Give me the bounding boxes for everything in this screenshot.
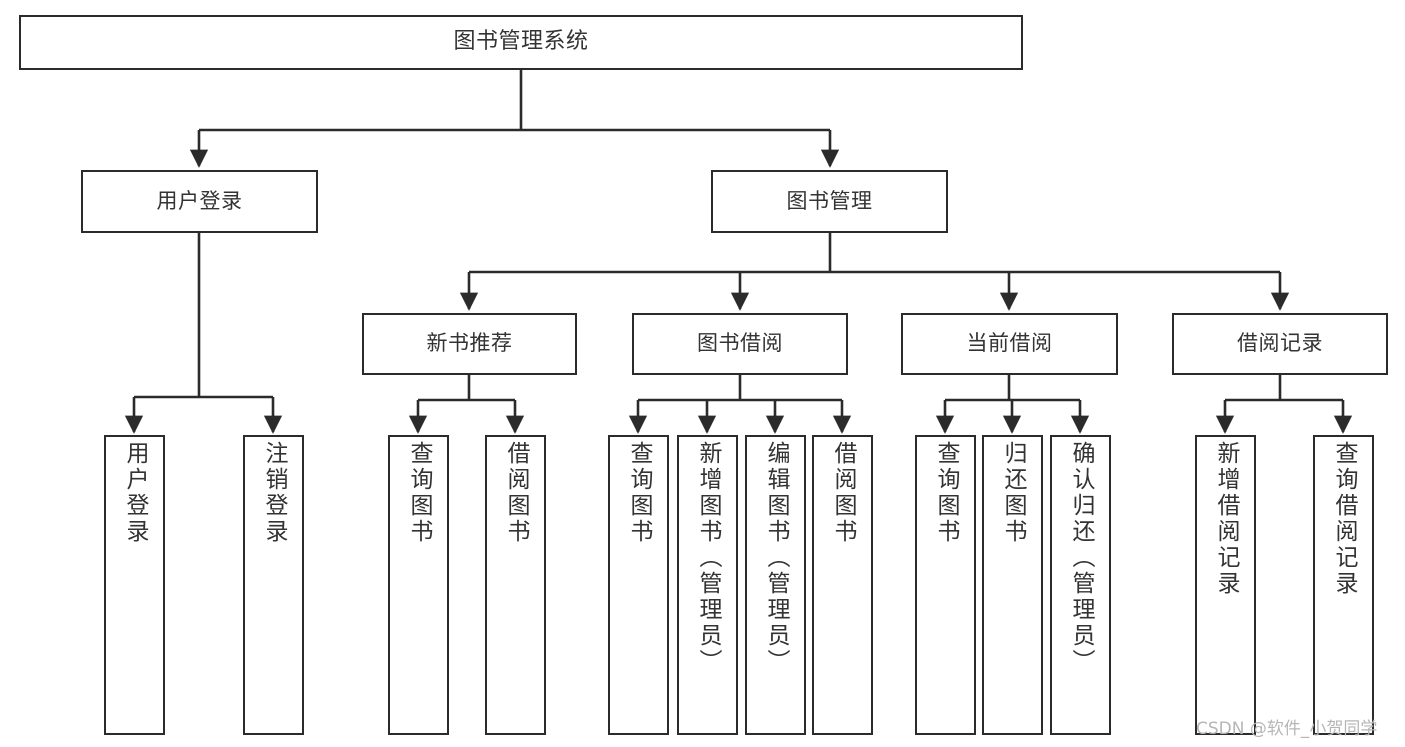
node-label: 编辑图书（管理员） [763, 441, 789, 675]
node-book-borrow[interactable]: 图书借阅 [632, 313, 848, 375]
leaf-logout[interactable]: 注销登录 [243, 435, 304, 735]
leaf-add-borrow-record[interactable]: 新增借阅记录 [1195, 435, 1256, 735]
node-label: 查询图书 [933, 441, 959, 545]
node-label: 新增图书（管理员） [695, 441, 721, 675]
node-label: 用户登录 [122, 441, 148, 545]
node-label: 借阅记录 [1237, 331, 1323, 356]
leaf-borrow-book-recommend[interactable]: 借阅图书 [485, 435, 546, 735]
leaf-edit-book-admin[interactable]: 编辑图书（管理员） [745, 435, 806, 735]
node-label: 注销登录 [261, 441, 287, 545]
node-book-management[interactable]: 图书管理 [711, 170, 948, 233]
node-label: 查询图书 [406, 441, 432, 545]
leaf-borrow-book[interactable]: 借阅图书 [812, 435, 873, 735]
node-label: 借阅图书 [503, 441, 529, 545]
node-label: 新书推荐 [426, 331, 513, 356]
node-book-management-system[interactable]: 图书管理系统 [19, 15, 1023, 70]
node-label: 图书管理系统 [453, 29, 589, 55]
node-user-login[interactable]: 用户登录 [81, 170, 318, 233]
node-label: 图书管理 [786, 188, 873, 213]
node-current-borrow[interactable]: 当前借阅 [901, 313, 1118, 375]
node-label: 图书借阅 [697, 331, 783, 356]
node-label: 归还图书 [1000, 441, 1026, 545]
node-label: 查询借阅记录 [1331, 441, 1357, 597]
leaf-query-book-recommend[interactable]: 查询图书 [388, 435, 449, 735]
leaf-add-book-admin[interactable]: 新增图书（管理员） [677, 435, 738, 735]
node-new-book-recommend[interactable]: 新书推荐 [362, 313, 577, 375]
leaf-return-book[interactable]: 归还图书 [982, 435, 1043, 735]
node-label: 借阅图书 [830, 441, 856, 545]
node-label: 新增借阅记录 [1213, 441, 1239, 597]
node-label: 当前借阅 [966, 331, 1053, 356]
node-label: 查询图书 [626, 441, 652, 545]
leaf-user-login[interactable]: 用户登录 [104, 435, 165, 735]
node-label: 确认归还（管理员） [1068, 441, 1094, 675]
node-borrow-record[interactable]: 借阅记录 [1172, 313, 1388, 375]
leaf-query-book-current[interactable]: 查询图书 [915, 435, 976, 735]
leaf-query-borrow-record[interactable]: 查询借阅记录 [1313, 435, 1374, 735]
leaf-confirm-return-admin[interactable]: 确认归还（管理员） [1050, 435, 1111, 735]
watermark: CSDN @软件_小贺同学 [1196, 719, 1378, 739]
leaf-query-book-borrow[interactable]: 查询图书 [608, 435, 669, 735]
node-label: 用户登录 [156, 188, 243, 213]
